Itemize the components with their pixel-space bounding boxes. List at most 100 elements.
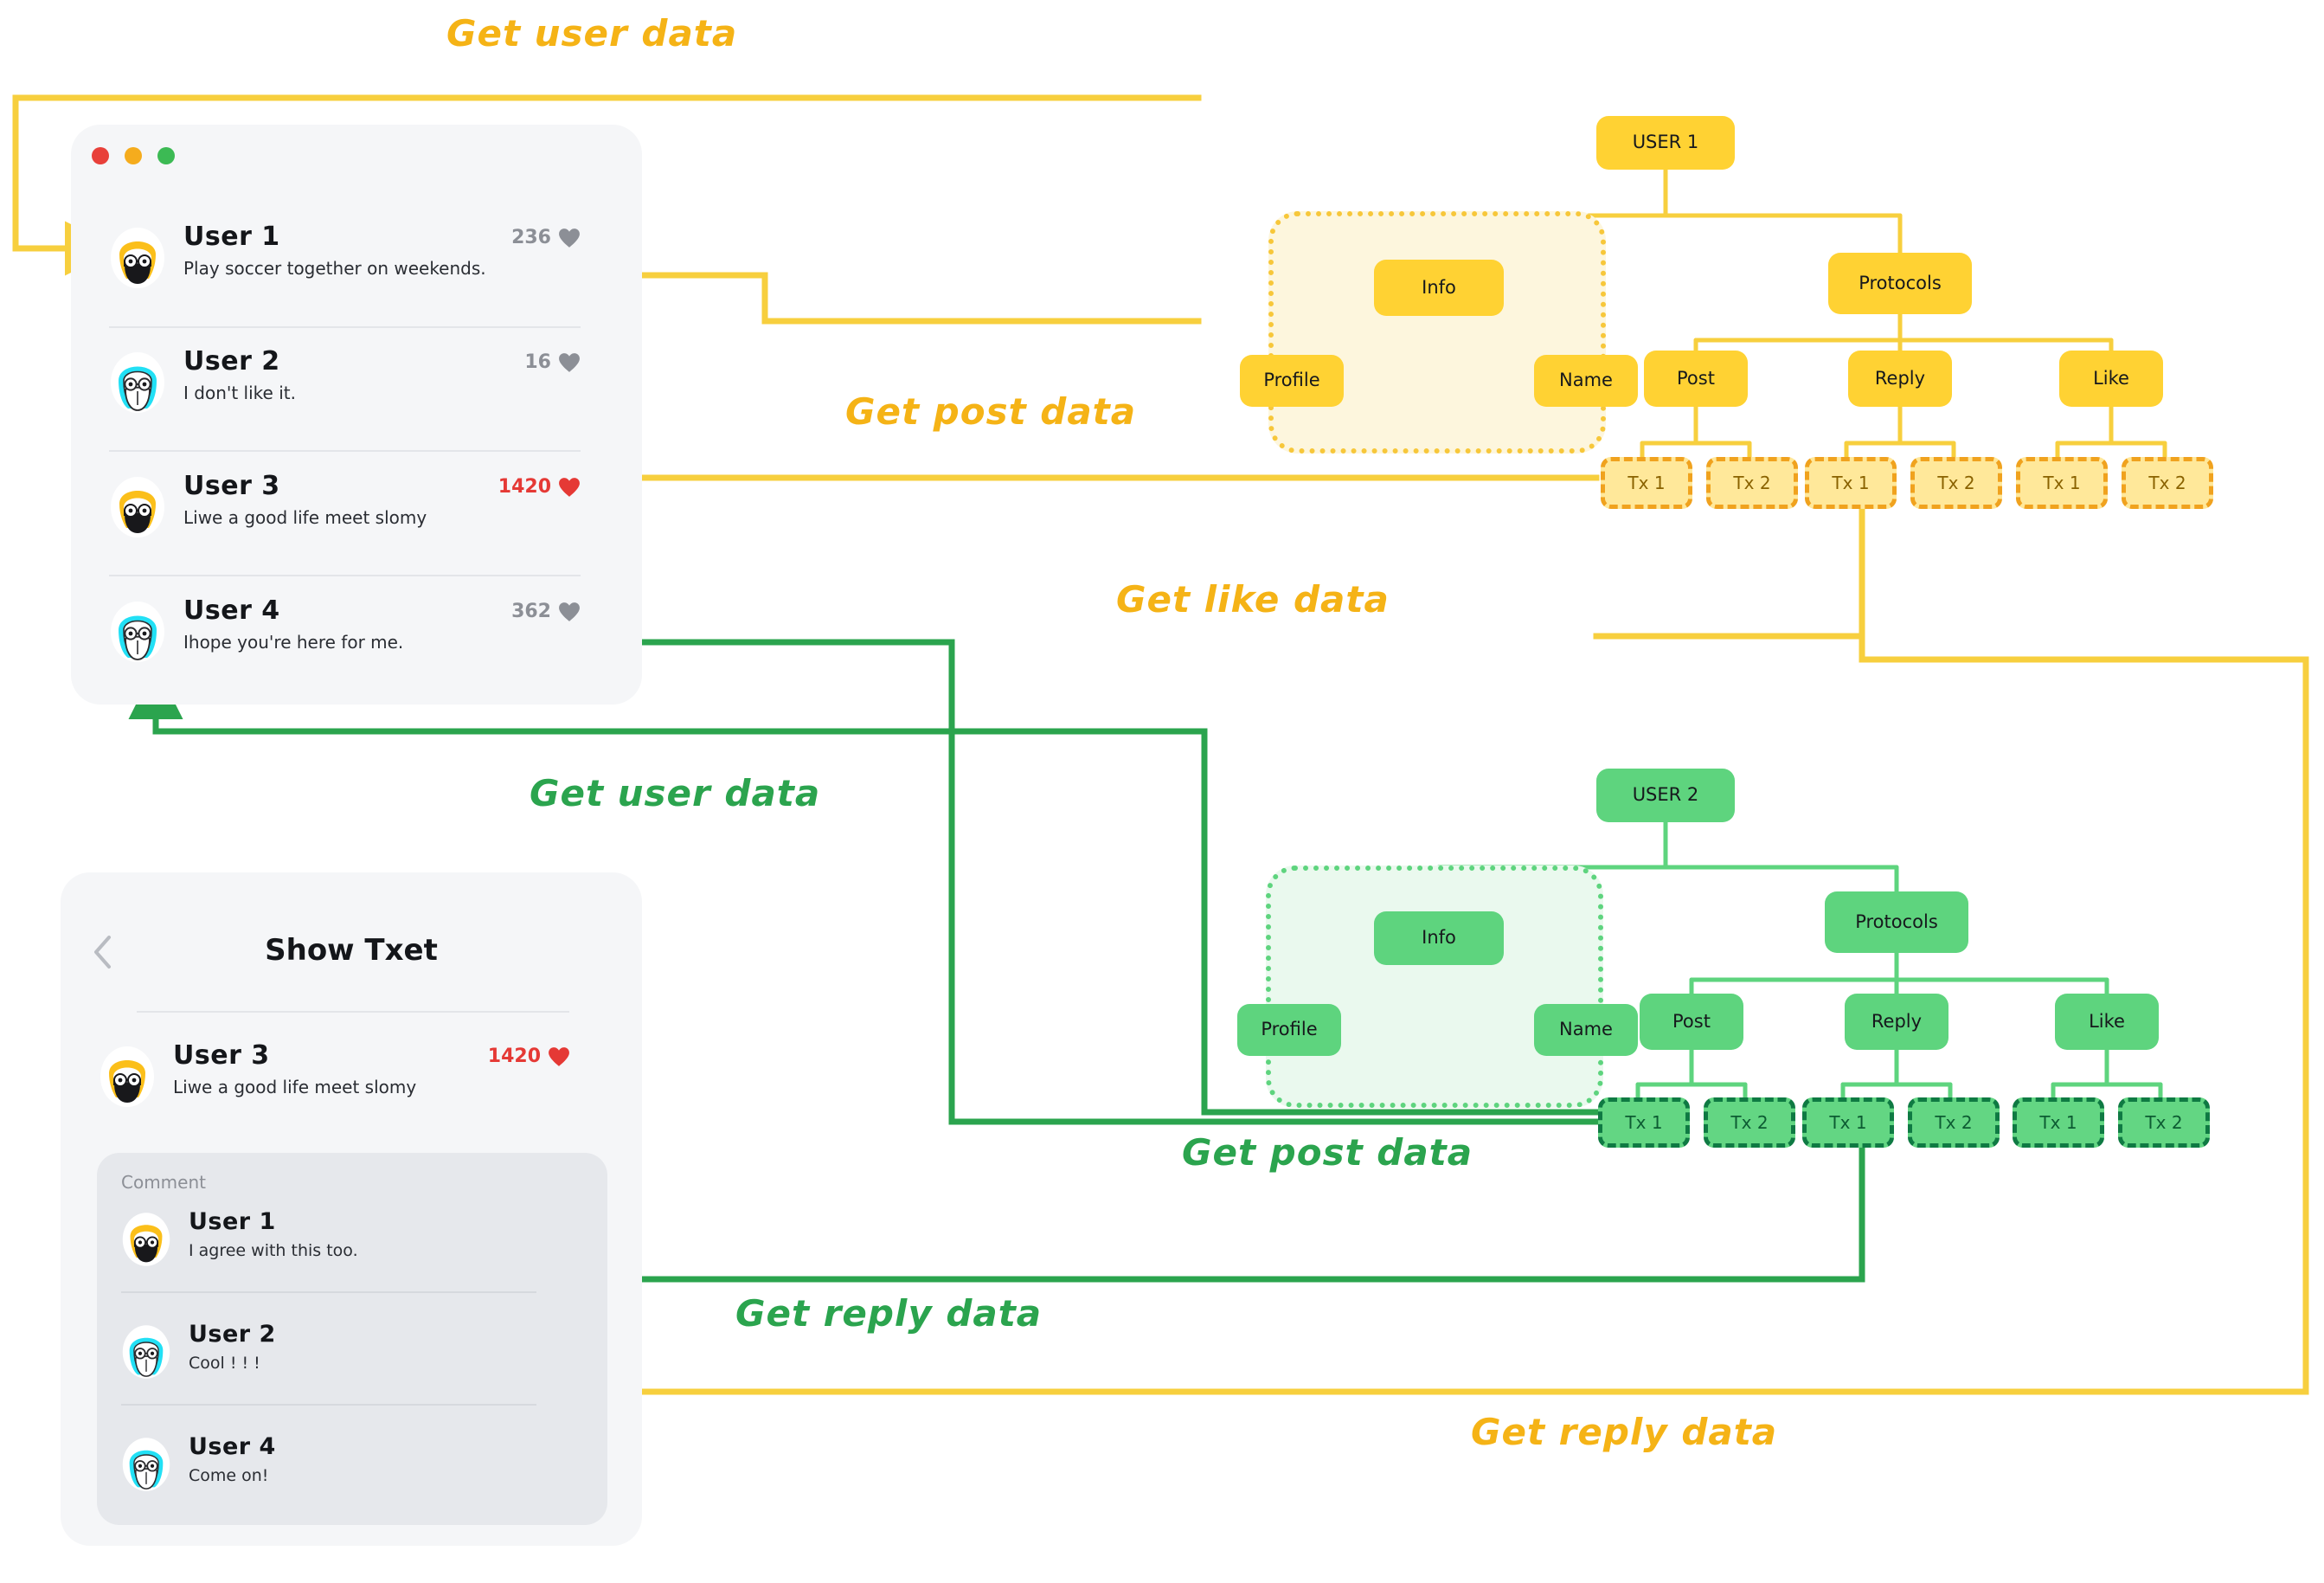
user1-post-node[interactable]: Post [1644, 351, 1748, 407]
avatar-beard-glasses-icon [109, 227, 166, 289]
like-counter[interactable]: 236 [511, 227, 581, 248]
wire-like-tx-drop [1593, 497, 1865, 640]
like-counter[interactable]: 1420 [498, 476, 581, 498]
user2-info-node[interactable]: Info [1374, 911, 1504, 965]
comment-text: Come on! [189, 1466, 269, 1485]
comment-section: Comment [97, 1153, 607, 1525]
user1-post-tx2-node[interactable]: Tx 2 [1706, 457, 1798, 509]
comment-row[interactable]: User 1 I agree with this too. [121, 1208, 564, 1293]
post-username: User 2 [183, 346, 280, 376]
close-dot-icon[interactable] [92, 147, 109, 164]
annotation-get-user-data-yellow: Get user data [446, 12, 738, 55]
detail-window: Show Txet User 3 Liwe a [61, 872, 642, 1546]
user1-reply-tx2-node[interactable]: Tx 2 [1910, 457, 2002, 509]
user2-reply-node[interactable]: Reply [1845, 994, 1948, 1050]
window-controls [92, 147, 175, 164]
feed-post-row[interactable]: User 3 Liwe a good life meet slomy 1420 [109, 471, 581, 571]
detail-post-row[interactable]: User 3 Liwe a good life meet slomy 1420 [99, 1040, 570, 1141]
wire-get-like-data-yellow [530, 474, 1600, 531]
user2-like-tx2-node[interactable]: Tx 2 [2118, 1097, 2210, 1148]
user1-like-tx1-node[interactable]: Tx 1 [2016, 457, 2108, 509]
user1-post-tx1-node[interactable]: Tx 1 [1601, 457, 1692, 509]
like-counter[interactable]: 16 [524, 351, 581, 373]
user1-profile-node[interactable]: Profile [1240, 355, 1344, 407]
user1-info-node[interactable]: Info [1374, 260, 1504, 316]
comment-text: Cool ! ! ! [189, 1354, 260, 1373]
heart-icon [559, 228, 580, 248]
user2-post-node[interactable]: Post [1640, 994, 1743, 1050]
user1-root-node[interactable]: USER 1 [1596, 116, 1735, 170]
user2-protocols-node[interactable]: Protocols [1825, 891, 1968, 953]
divider [137, 1011, 569, 1013]
like-count: 1420 [487, 1046, 541, 1067]
like-count: 1420 [498, 476, 551, 498]
post-text: Play soccer together on weekends. [183, 258, 486, 279]
divider [121, 1404, 536, 1406]
user2-reply-tx2-node[interactable]: Tx 2 [1908, 1097, 2000, 1148]
wire-get-post-data-yellow [549, 248, 1202, 325]
feed-post-row[interactable]: User 4 Ihope you're here for me. 362 [109, 595, 581, 696]
avatar-beard-glasses-icon [109, 476, 166, 538]
page-title: Show Txet [265, 933, 438, 968]
avatar-beard-glasses-icon [121, 1212, 171, 1267]
divider [121, 1291, 536, 1293]
feed-post-row[interactable]: User 1 Play soccer together on weekends.… [109, 222, 581, 322]
comment-section-label: Comment [121, 1172, 206, 1193]
annotation-get-post-data-green: Get post data [1182, 1131, 1473, 1174]
user2-like-tx1-node[interactable]: Tx 1 [2013, 1097, 2104, 1148]
post-text: Ihope you're here for me. [183, 632, 404, 653]
post-text: Liwe a good life meet slomy [173, 1077, 417, 1097]
user2-like-node[interactable]: Like [2055, 994, 2159, 1050]
avatar-beard-glasses-icon [99, 1046, 156, 1108]
annotation-get-post-data-yellow: Get post data [845, 390, 1137, 433]
user2-profile-node[interactable]: Profile [1237, 1004, 1341, 1056]
minimize-dot-icon[interactable] [125, 147, 142, 164]
user1-like-node[interactable]: Like [2059, 351, 2163, 407]
user1-info-group [1268, 211, 1606, 454]
heart-icon [559, 602, 580, 621]
post-username: User 3 [173, 1040, 270, 1071]
post-username: User 1 [183, 222, 280, 252]
user2-info-group [1266, 866, 1603, 1108]
heart-filled-icon [549, 1046, 569, 1066]
like-count: 362 [511, 601, 551, 622]
annotation-get-like-data-yellow: Get like data [1116, 578, 1390, 621]
comment-username: User 1 [189, 1208, 276, 1235]
maximize-dot-icon[interactable] [157, 147, 175, 164]
comment-username: User 2 [189, 1321, 276, 1348]
user1-name-node[interactable]: Name [1534, 355, 1638, 407]
heart-icon [559, 352, 580, 372]
like-counter[interactable]: 362 [511, 601, 581, 622]
chevron-left-icon[interactable] [92, 935, 114, 969]
comment-row[interactable]: User 4 Come on! [121, 1433, 564, 1518]
avatar-mask-glasses-icon [121, 1437, 171, 1492]
post-username: User 3 [183, 471, 280, 501]
comment-username: User 4 [189, 1433, 276, 1460]
user2-root-node[interactable]: USER 2 [1596, 769, 1735, 822]
user2-post-tx2-node[interactable]: Tx 2 [1704, 1097, 1795, 1148]
annotation-get-reply-data-green: Get reply data [735, 1292, 1043, 1335]
annotation-get-reply-data-yellow: Get reply data [1471, 1411, 1778, 1453]
user2-name-node[interactable]: Name [1534, 1004, 1638, 1056]
user2-reply-tx1-node[interactable]: Tx 1 [1802, 1097, 1894, 1148]
post-text: I don't like it. [183, 383, 296, 403]
user2-post-tx1-node[interactable]: Tx 1 [1598, 1097, 1690, 1148]
post-username: User 4 [183, 595, 280, 626]
user1-protocols-node[interactable]: Protocols [1828, 253, 1972, 314]
feed-post-row[interactable]: User 2 I don't like it. 16 [109, 346, 581, 447]
divider [109, 575, 581, 576]
like-counter[interactable]: 1420 [488, 1046, 570, 1067]
post-text: Liwe a good life meet slomy [183, 507, 427, 528]
heart-filled-icon [559, 477, 580, 497]
like-count: 236 [511, 227, 551, 248]
feed-window: User 1 Play soccer together on weekends.… [71, 125, 642, 705]
divider [109, 326, 581, 328]
avatar-mask-glasses-icon [121, 1324, 171, 1380]
user1-like-tx2-node[interactable]: Tx 2 [2122, 457, 2213, 509]
user1-reply-tx1-node[interactable]: Tx 1 [1805, 457, 1897, 509]
divider [109, 450, 581, 452]
comment-row[interactable]: User 2 Cool ! ! ! [121, 1321, 564, 1406]
avatar-mask-glasses-icon [109, 351, 166, 414]
user1-reply-node[interactable]: Reply [1848, 351, 1952, 407]
